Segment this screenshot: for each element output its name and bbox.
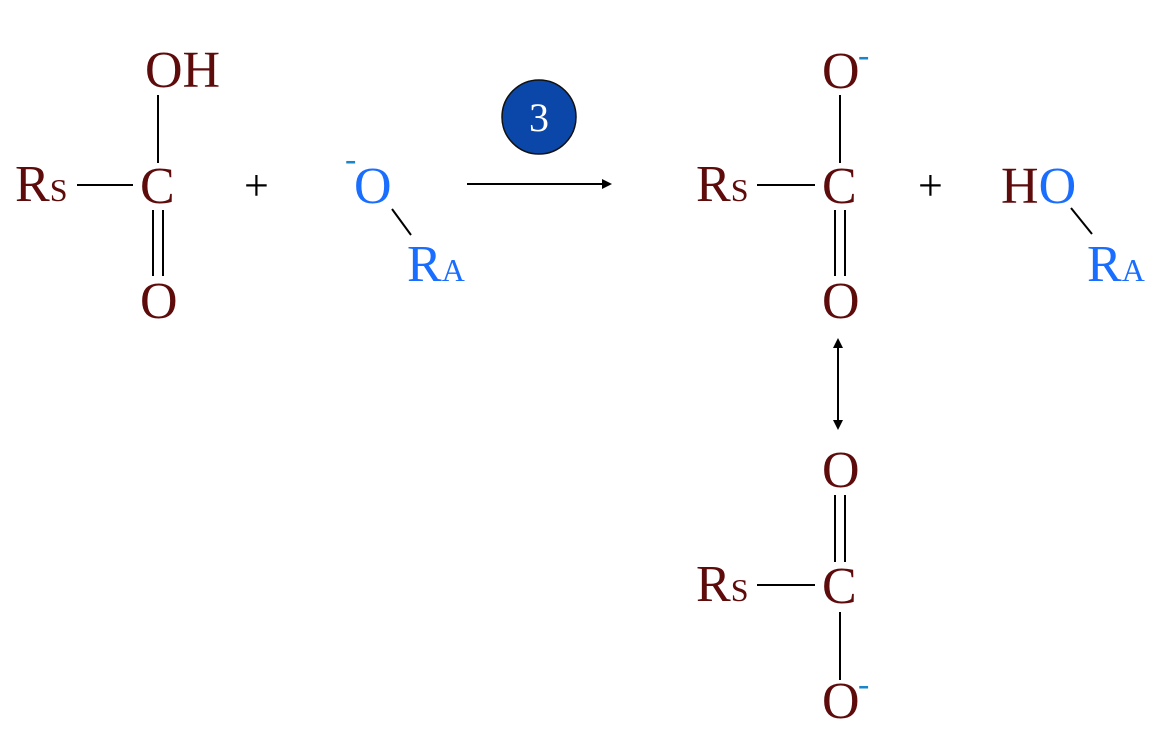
r-group-label: RS: [15, 156, 67, 213]
plus-sign: +: [244, 161, 269, 210]
r-group-label: RA: [407, 236, 465, 293]
hydroxyl-label: OH: [145, 42, 220, 99]
carbon-label: C: [140, 158, 175, 215]
carbon-label: C: [822, 158, 857, 215]
negative-charge: -: [858, 666, 869, 703]
plus-sign: +: [918, 161, 943, 210]
oxygen-label: O: [354, 158, 392, 215]
r-group-label: RS: [696, 556, 748, 613]
oxygen-bottom-label: O: [822, 673, 860, 730]
negative-charge: -: [345, 141, 356, 178]
alcohol-label: HO: [1001, 158, 1076, 215]
o-r-bond: [391, 208, 412, 236]
alcohol: HO RA: [1001, 158, 1145, 293]
carboxylate: O - C RS O: [696, 37, 869, 330]
step-badge: 3: [501, 79, 577, 155]
carbonyl-oxygen-label: O: [140, 273, 178, 330]
carboxylate-resonance: O C RS O -: [696, 442, 869, 730]
oxygen-top-label: O: [822, 43, 860, 100]
o-r-bond: [1070, 207, 1093, 235]
alkoxide: - O RA: [345, 141, 465, 293]
oxygen-bottom-label: O: [822, 273, 860, 330]
r-group-label: RS: [696, 156, 748, 213]
step-number: 3: [529, 95, 549, 140]
oxygen-top-label: O: [822, 442, 860, 499]
r-group-label: RA: [1087, 236, 1145, 293]
carbon-label: C: [822, 558, 857, 615]
negative-charge: -: [858, 37, 869, 74]
carboxylic-acid: OH C RS O: [15, 42, 220, 330]
